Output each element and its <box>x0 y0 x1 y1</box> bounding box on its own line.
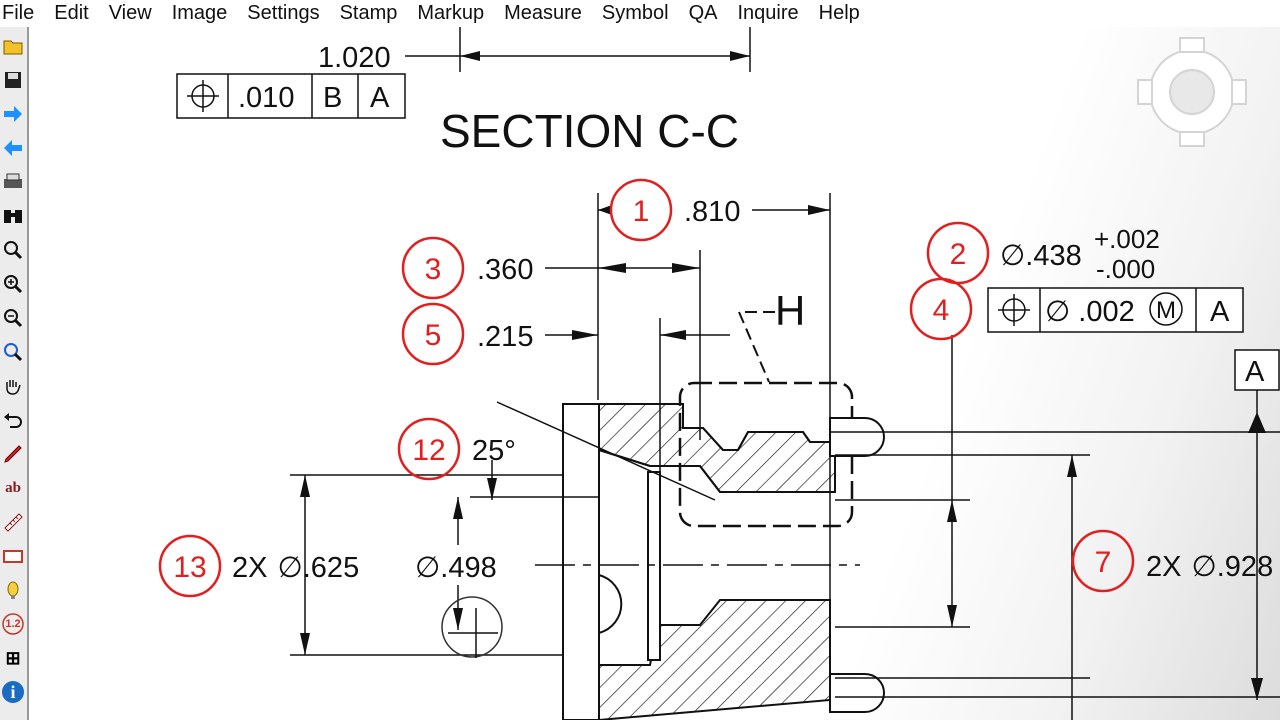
dim-928-text: 2X∅.928 <box>1146 551 1273 583</box>
dim-438-tol-plus: +.002 <box>1094 224 1160 254</box>
balloon-3-label: 3 <box>425 253 442 286</box>
zoom-window-icon[interactable] <box>0 337 26 367</box>
zoom-out-icon[interactable] <box>0 303 26 333</box>
menu-edit[interactable]: Edit <box>54 2 89 24</box>
label-h: H <box>775 287 805 334</box>
datum-a-label: A <box>1245 356 1265 388</box>
menu-measure[interactable]: Measure <box>504 2 582 24</box>
bulb-icon[interactable] <box>0 575 26 605</box>
save-icon[interactable] <box>0 65 26 95</box>
menu-help[interactable]: Help <box>818 2 860 24</box>
menu-bar: File Edit View Image Settings Stamp Mark… <box>0 0 1280 26</box>
stamp-icon[interactable] <box>0 541 26 571</box>
open-folder-icon[interactable] <box>0 31 26 61</box>
dim-438-text: ∅.438 <box>1000 240 1082 272</box>
balloon-2-label: 2 <box>950 238 967 271</box>
balloon-4[interactable] <box>909 277 973 341</box>
pan-hand-icon[interactable] <box>0 371 26 401</box>
menu-inquire[interactable]: Inquire <box>737 2 799 24</box>
fcf-position-top: .010 B A <box>176 73 406 119</box>
binoculars-icon[interactable] <box>0 201 26 231</box>
dim-438-tol-minus: -.000 <box>1096 254 1155 284</box>
angle-25-text: 25° <box>472 435 516 467</box>
balloon-1-label: 1 <box>633 195 650 228</box>
info-icon-label: i <box>10 681 16 702</box>
balloon-13[interactable] <box>158 534 222 598</box>
section-title: SECTION C-C <box>440 105 739 157</box>
dim-360-text: .360 <box>477 254 533 286</box>
text-icon[interactable]: ab <box>5 479 21 496</box>
balloon-5-label: 5 <box>425 319 442 352</box>
balloon-12[interactable] <box>397 417 461 481</box>
count-icon-label: 1.2 <box>5 618 21 630</box>
zoom-icon[interactable] <box>0 235 26 265</box>
menu-stamp[interactable]: Stamp <box>339 2 398 24</box>
undo-icon[interactable] <box>0 405 26 435</box>
balloon-13-label: 13 <box>173 551 206 584</box>
fcf-right-datum: A <box>1210 296 1230 328</box>
balloon-7[interactable] <box>1071 529 1135 593</box>
info-icon[interactable]: i <box>0 677 26 707</box>
balloon-7-label: 7 <box>1095 546 1112 579</box>
part-section <box>496 401 885 720</box>
count-icon[interactable]: 1.2 <box>0 609 26 639</box>
menu-image[interactable]: Image <box>171 2 228 24</box>
dim-215-text: .215 <box>477 321 533 353</box>
print-icon[interactable] <box>0 167 26 197</box>
menu-symbol[interactable]: Symbol <box>601 2 669 24</box>
fcf-top-datum-a: A <box>370 82 390 114</box>
dim-625-text: 2X∅.625 <box>232 552 359 584</box>
gear-icon <box>1137 37 1247 147</box>
dim-1020-text: 1.020 <box>318 42 391 74</box>
balloon-3[interactable] <box>401 236 465 300</box>
fcf-position-right: ∅.002 M A <box>987 287 1244 333</box>
menu-markup[interactable]: Markup <box>417 2 485 24</box>
balloon-12-label: 12 <box>412 434 445 467</box>
zoom-in-icon[interactable] <box>0 269 26 299</box>
menu-qa[interactable]: QA <box>688 2 718 24</box>
cursor-crosshair <box>441 596 503 658</box>
balloon-1[interactable] <box>609 178 673 242</box>
back-arrow-icon[interactable] <box>0 133 26 163</box>
drawing-canvas[interactable]: 1.020 .010 B A SECTION C-C .810 .360 .21… <box>29 27 1280 720</box>
balloon-4-label: 4 <box>933 294 950 327</box>
dim-498-text: ∅.498 <box>415 552 497 584</box>
fcf-top-datum-b: B <box>323 82 342 114</box>
ruler-icon[interactable] <box>0 507 26 537</box>
pencil-icon[interactable] <box>0 439 26 469</box>
menu-settings[interactable]: Settings <box>247 2 320 24</box>
datum-a-box <box>1234 349 1280 391</box>
fcf-top-tolerance: .010 <box>238 82 294 114</box>
balloon-5[interactable] <box>401 302 465 366</box>
table-icon[interactable]: ⊞ <box>5 647 21 668</box>
fcf-right-modifier: M <box>1156 297 1176 324</box>
fcf-right-tol: ∅.002 <box>1045 296 1135 328</box>
menu-file[interactable]: File <box>2 2 35 24</box>
forward-arrow-icon[interactable] <box>0 99 26 129</box>
vertical-toolbar: ab 1.2 ⊞ i <box>0 27 29 720</box>
menu-view[interactable]: View <box>108 2 152 24</box>
dim-810-text: .810 <box>684 196 740 228</box>
